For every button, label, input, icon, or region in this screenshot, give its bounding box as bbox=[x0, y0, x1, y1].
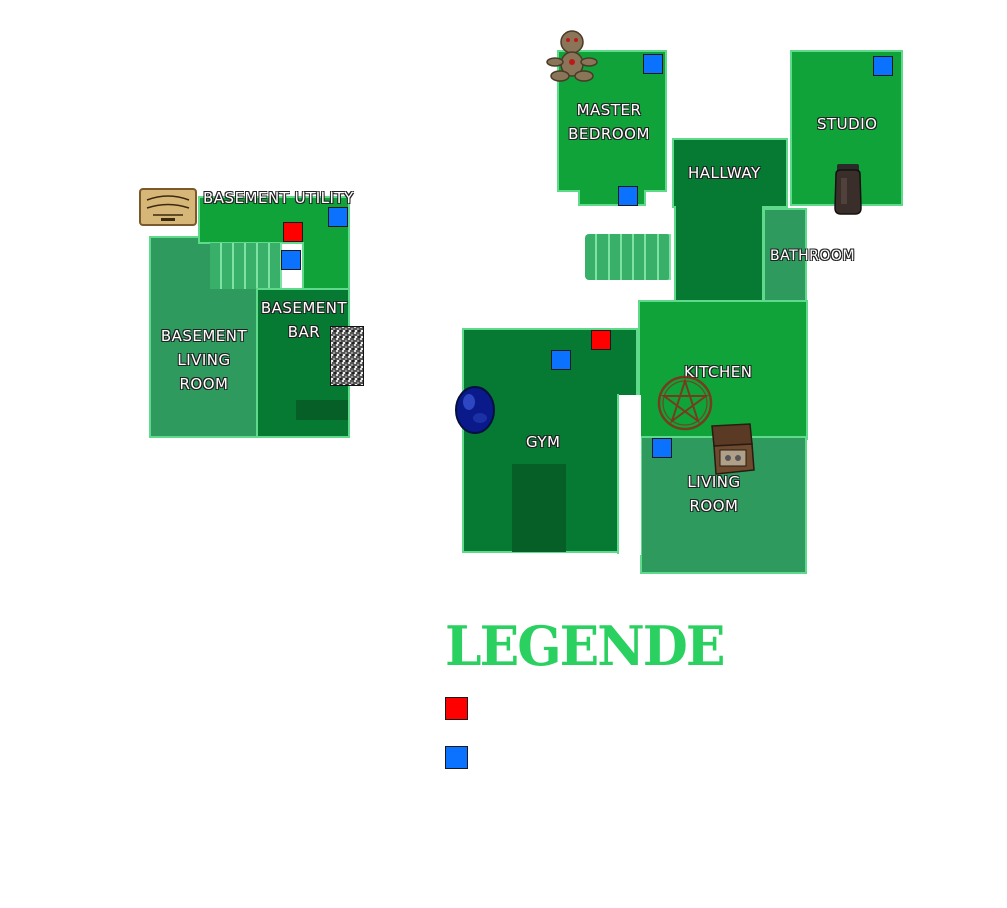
room-hallway[interactable] bbox=[672, 138, 788, 208]
label-basement-bar: BASEMENT BAR bbox=[260, 299, 348, 341]
bar-counter bbox=[296, 400, 348, 420]
legend-blue-swatch bbox=[445, 746, 468, 769]
room-bathroom[interactable] bbox=[763, 208, 807, 302]
basement-stairs bbox=[210, 243, 282, 289]
label-kitchen: KITCHEN bbox=[684, 363, 753, 381]
voodoo-doll-icon[interactable] bbox=[545, 28, 599, 84]
marker-blue-studio[interactable] bbox=[873, 56, 893, 76]
music-box-icon[interactable] bbox=[706, 422, 760, 480]
marker-blue-master-bedroom-bottom[interactable] bbox=[618, 186, 638, 206]
label-hallway: HALLWAY bbox=[688, 164, 761, 182]
ouija-board-icon[interactable] bbox=[139, 188, 197, 226]
jar-icon[interactable] bbox=[833, 162, 863, 216]
marker-blue-master-bedroom-top[interactable] bbox=[643, 54, 663, 74]
pentagram-icon[interactable] bbox=[656, 374, 714, 432]
label-living-room: LIVING ROOM bbox=[687, 473, 741, 515]
marker-red-gym[interactable] bbox=[591, 330, 611, 350]
label-master-bedroom: MASTER BEDROOM bbox=[568, 101, 650, 143]
main-stairs bbox=[585, 234, 671, 280]
crystal-ball-icon[interactable] bbox=[454, 384, 496, 436]
legend-red-swatch bbox=[445, 697, 468, 720]
marker-red-basement[interactable] bbox=[283, 222, 303, 242]
legend-title: LEGENDE bbox=[445, 614, 725, 679]
gym-edge bbox=[617, 394, 619, 554]
label-basement-living-room: BASEMENT LIVING ROOM bbox=[160, 327, 248, 393]
label-gym: GYM bbox=[526, 433, 561, 451]
marker-blue-living-room[interactable] bbox=[652, 438, 672, 458]
tv-static-icon[interactable] bbox=[330, 326, 364, 386]
room-hallway-lower bbox=[674, 206, 764, 302]
label-studio: STUDIO bbox=[817, 115, 878, 133]
room-basement-utility[interactable] bbox=[198, 196, 350, 244]
marker-blue-gym[interactable] bbox=[551, 350, 571, 370]
gym-cutout bbox=[617, 395, 641, 555]
gym-mat bbox=[512, 464, 566, 552]
room-basement-utility-lower bbox=[302, 242, 350, 290]
marker-blue-basement-stairs[interactable] bbox=[281, 250, 301, 270]
marker-blue-basement-utility[interactable] bbox=[328, 207, 348, 227]
label-basement-utility: BASEMENT UTILITY bbox=[203, 189, 354, 207]
room-kitchen[interactable] bbox=[638, 300, 808, 440]
label-bathroom: BATHROOM bbox=[770, 248, 856, 264]
